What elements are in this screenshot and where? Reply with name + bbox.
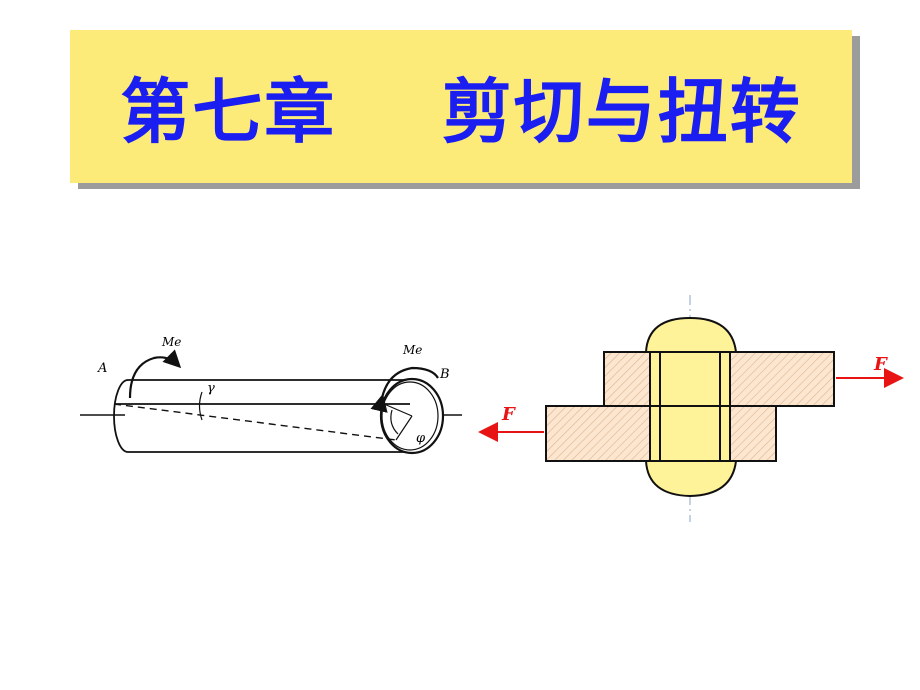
label-gamma: γ bbox=[207, 381, 215, 396]
page-title: 第七章 剪切与扭转 bbox=[120, 70, 802, 153]
torque-arrow-left bbox=[128, 349, 182, 399]
title-banner: 第七章 剪切与扭转 bbox=[70, 30, 852, 183]
twisted-line bbox=[113, 403, 397, 441]
radius-line bbox=[383, 403, 413, 417]
shaft-body bbox=[113, 379, 410, 453]
rivet-head-top bbox=[644, 316, 738, 353]
label-b: B bbox=[439, 367, 450, 382]
torsion-shaft-figure: A B Me Me γ φ bbox=[80, 335, 462, 455]
phi-arc bbox=[390, 409, 399, 435]
radius-line-twisted bbox=[395, 415, 413, 441]
rivet-joint-figure: F F bbox=[478, 295, 904, 522]
gamma-arc bbox=[198, 391, 203, 421]
torque-arrow-right bbox=[370, 366, 439, 413]
force-label-left: F bbox=[501, 404, 516, 425]
label-me-left: Me bbox=[161, 335, 181, 349]
label-phi: φ bbox=[416, 431, 426, 446]
force-label-right: F bbox=[873, 354, 888, 375]
label-me-right: Me bbox=[402, 343, 422, 357]
rivet-head-bottom bbox=[644, 460, 738, 498]
shaft-end-inner bbox=[381, 381, 439, 451]
label-a: A bbox=[97, 361, 107, 376]
